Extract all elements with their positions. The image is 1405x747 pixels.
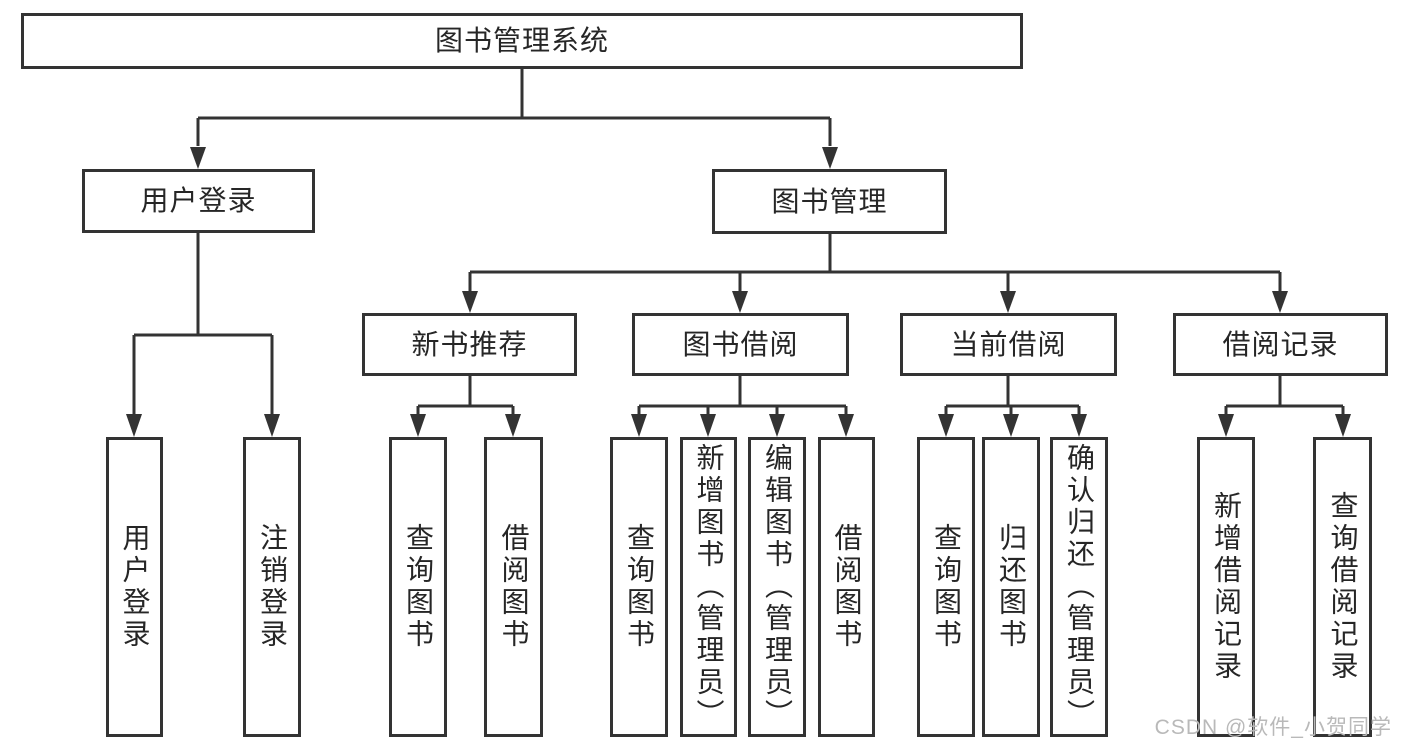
- leaf-current-confirm-return-admin: 确认归还（管理员）: [1050, 437, 1108, 737]
- leaf-borrowing-add-books-admin: 新增图书（管理员）: [680, 437, 737, 737]
- node-borrowing-records: 借阅记录: [1173, 313, 1388, 376]
- node-new-book-recommend: 新书推荐: [362, 313, 577, 376]
- leaf-user-login: 用户登录: [106, 437, 163, 737]
- csdn-watermark: CSDN @软件_小贺同学: [1154, 716, 1392, 739]
- node-root-system: 图书管理系统: [21, 13, 1023, 69]
- leaf-records-query-record: 查询借阅记录: [1313, 437, 1372, 737]
- leaf-recommend-borrow-books: 借阅图书: [484, 437, 543, 737]
- leaf-records-add-record: 新增借阅记录: [1197, 437, 1255, 737]
- leaf-borrowing-edit-books-admin: 编辑图书（管理员）: [748, 437, 806, 737]
- node-book-borrowing: 图书借阅: [632, 313, 849, 376]
- leaf-borrowing-borrow-books: 借阅图书: [818, 437, 875, 737]
- node-book-management-branch: 图书管理: [712, 169, 947, 234]
- leaf-borrowing-query-books: 查询图书: [610, 437, 668, 737]
- node-user-login-branch: 用户登录: [82, 169, 315, 233]
- leaf-current-query-books: 查询图书: [917, 437, 975, 737]
- node-current-borrowing: 当前借阅: [900, 313, 1117, 376]
- leaf-recommend-query-books: 查询图书: [389, 437, 447, 737]
- leaf-current-return-books: 归还图书: [982, 437, 1040, 737]
- leaf-logout: 注销登录: [243, 437, 301, 737]
